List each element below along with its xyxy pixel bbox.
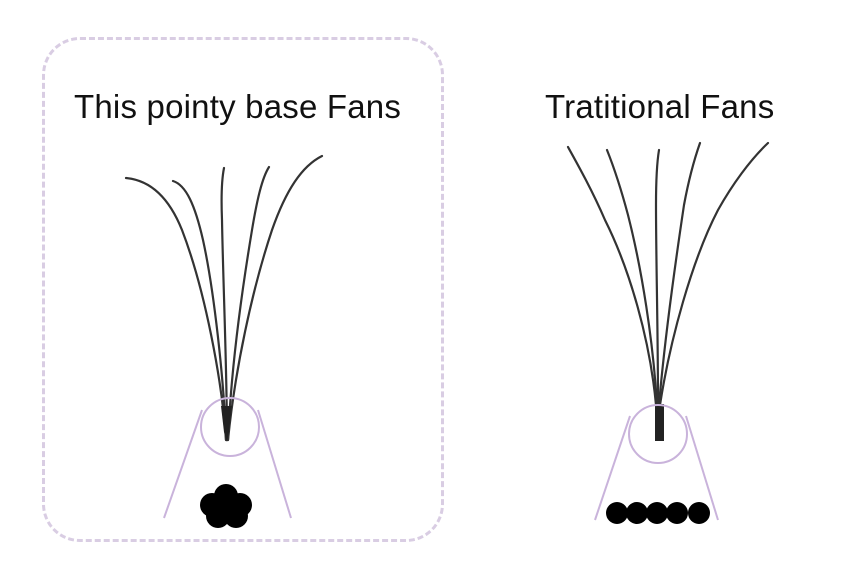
traditional-fan-base — [655, 404, 664, 441]
lash-strand — [658, 141, 770, 407]
base-dot — [606, 502, 628, 524]
traditional-fan-title: Tratitional Fans — [545, 88, 775, 125]
base-dot — [626, 502, 648, 524]
traditional-fan-lashes — [566, 141, 770, 407]
highlight-frame — [42, 37, 444, 542]
pointy-guide-circle — [200, 397, 260, 457]
pointy-base-fan-panel: This pointy base Fans — [42, 37, 444, 542]
base-dot — [646, 502, 668, 524]
pointy-fan-lashes — [124, 154, 324, 442]
pointy-fan-base — [221, 406, 232, 442]
traditional-fan-panel: Tratitional Fans — [470, 0, 866, 566]
pointy-guide-line-right — [257, 409, 292, 519]
pointy-dot-cluster — [200, 484, 252, 528]
traditional-fan-diagram — [566, 141, 770, 524]
base-dot — [666, 502, 688, 524]
base-dot — [216, 497, 236, 517]
traditional-dot-row — [606, 502, 710, 524]
lash-strand — [171, 179, 228, 442]
base-dot — [688, 502, 710, 524]
lash-strand — [657, 141, 702, 407]
lash-strand — [226, 154, 324, 442]
lash-strand — [605, 148, 659, 407]
pointy-fan-diagram — [124, 154, 324, 528]
lash-strand — [226, 165, 271, 442]
lash-strand — [220, 166, 229, 442]
traditional-guide-line-right — [685, 415, 719, 521]
lash-strand — [566, 145, 658, 407]
pointy-fan-title: This pointy base Fans — [74, 88, 402, 125]
traditional-guide-line-left — [594, 415, 631, 521]
traditional-guide-circle — [628, 404, 688, 464]
lash-strand — [654, 148, 661, 407]
lash-strand — [124, 176, 228, 442]
pointy-guide-line-left — [163, 409, 203, 519]
